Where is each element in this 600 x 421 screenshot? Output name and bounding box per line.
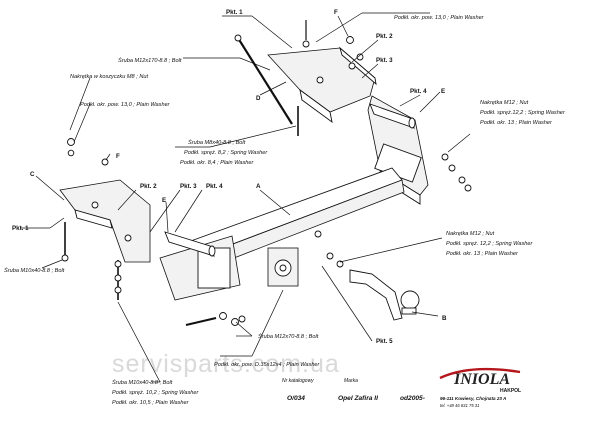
label-plain-13: Podkł. okr. 13 ; Plain Washer: [480, 120, 553, 126]
catalog-number-label: Nr katalogowy: [282, 378, 314, 384]
label-pkt4-top: Pkt. 4: [410, 88, 427, 95]
label-pkt4-mid: Pkt. 4: [206, 183, 223, 190]
label-plain-105: Podkł. okr. 10,5 ; Plain Washer: [112, 400, 190, 406]
catalog-number-value: O/034: [287, 395, 305, 402]
label-plain-84: Podkł. okr. 8,4 ; Plain Washer: [180, 160, 255, 166]
label-pkt2-mid: Pkt. 2: [140, 183, 157, 190]
tube-left: [164, 231, 216, 257]
label-spring-82: Podkł. spręż. 8,2 ; Spring Washer: [184, 150, 268, 156]
brand-phone: tel. +48 46 831 75 31: [440, 403, 479, 408]
label-pkt5: Pkt. 5: [376, 338, 393, 345]
title-block: Nr katalogowy O/034 Marka Opel Zafira II…: [282, 367, 521, 408]
label-nut-m12: Nakrętka M12 ; Nut: [480, 100, 529, 106]
tow-ball: [349, 269, 420, 321]
label-spring-122: Podkł. spręż.12,2 ; Spring Washer: [480, 110, 566, 116]
fasteners: [61, 20, 472, 326]
label-e-right: E: [441, 88, 445, 95]
label-spring-102: Podkł. spręż. 10,2 ; Spring Washer: [112, 390, 199, 396]
label-pkt3-top: Pkt. 3: [376, 57, 393, 64]
make-label: Marka: [344, 378, 358, 384]
label-f-left: F: [116, 153, 120, 160]
label-e-left: E: [162, 197, 166, 204]
left-side-plate: [59, 179, 151, 263]
label-bolt-m10-bottom: Śruba M10x40-8.8 ; Bolt: [112, 379, 173, 386]
brand-swoosh-icon: [439, 367, 521, 380]
label-pkt1-top: Pkt. 1: [226, 9, 243, 16]
socket-plate: [267, 247, 299, 287]
watermark: servisparts.com.ua: [112, 350, 340, 378]
tube-right: [369, 103, 416, 129]
label-washer-top: Podkł. okr. pow. 13,0 ; Plain Washer: [394, 15, 485, 21]
label-d: D: [256, 95, 261, 102]
left-mount-bracket: [159, 235, 241, 301]
label-a: A: [256, 183, 261, 190]
label-bolt-m12x70: Śruba M12x70-8.8 ; Bolt: [258, 333, 319, 340]
label-plain-13-b: Podkł. okr. 13 ; Plain Washer: [446, 251, 519, 257]
long-bolt-top: [234, 34, 293, 125]
brand-address: 96-111 Kowiesy, Chojnata 23 A: [440, 396, 506, 401]
label-c: C: [30, 171, 35, 178]
label-nut-m8: Nakrętka w koszyczku M8 ; Nut: [70, 74, 148, 80]
label-washer-35: Podkł. okr. pow. D.35x12x4 ; Plain Washe…: [214, 362, 321, 368]
top-right-bracket: [267, 46, 377, 124]
brand-name: INIOLA: [453, 371, 510, 388]
label-bolt-m10-top: Śruba M10x40-8.8 ; Bolt: [4, 267, 65, 274]
label-washer-left: Podkł. okr. pow. 13,0 ; Plain Washer: [80, 102, 171, 108]
label-b: B: [442, 315, 447, 322]
year-value: od2005-: [400, 395, 425, 402]
label-bolt-m8: Śruba M8x40-8.8 ; Bolt: [188, 139, 246, 146]
label-pkt3-mid: Pkt. 3: [180, 183, 197, 190]
label-spring-122-b: Podkł. spręż. 12,2 ; Spring Washer: [446, 241, 533, 247]
label-pkt2-top: Pkt. 2: [376, 33, 393, 40]
label-f-top: F: [334, 9, 338, 16]
leader-lines: [20, 12, 471, 383]
part-labels: Pkt. 1 F Podkł. okr. pow. 13,0 ; Plain W…: [4, 9, 566, 406]
label-pkt1-left: Pkt. 1: [12, 225, 29, 232]
brand-subtitle: HAKPOL: [500, 388, 521, 394]
label-bolt-170: Śruba M12x170-8.8 ; Bolt: [118, 57, 182, 64]
label-nut-m12-b: Nakrętka M12 ; Nut: [446, 231, 495, 237]
model-value: Opel Zafira II: [338, 395, 378, 402]
